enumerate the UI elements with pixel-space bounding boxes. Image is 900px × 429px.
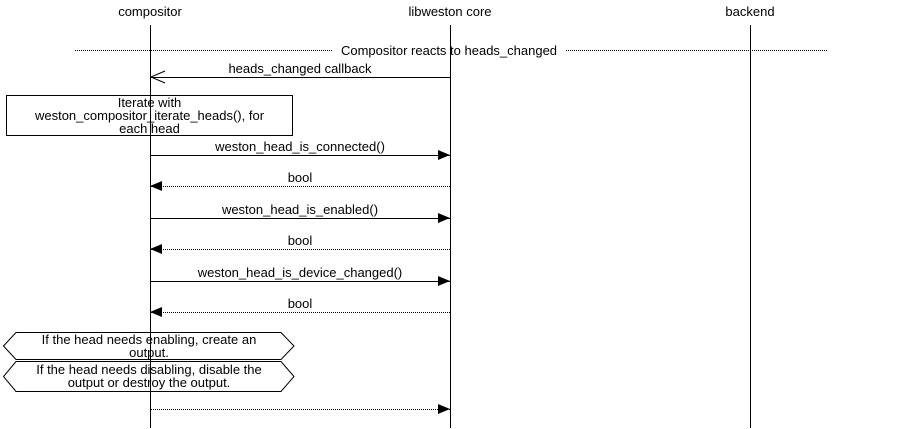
diagram-title: Compositor reacts to heads_changed	[340, 43, 558, 58]
message-label: heads_changed callback	[228, 61, 372, 76]
hexagon-border	[3, 332, 295, 360]
note-text-line: If the head needs disabling, disable the	[36, 362, 262, 377]
message-line	[150, 218, 450, 219]
filled-arrowhead-right	[438, 404, 450, 414]
filled-arrowhead-left	[150, 244, 162, 254]
message-line	[150, 155, 450, 156]
note-text-line: each head	[119, 121, 180, 136]
title-divider-left	[75, 50, 332, 51]
note-text-line: output or destroy the output.	[67, 375, 231, 390]
message-label: weston_head_is_device_changed()	[197, 265, 403, 280]
note-text: If the head needs disabling, disable the…	[3, 363, 295, 389]
lifeline-backend	[750, 25, 751, 428]
note-iterate-heads: Iterate with weston_compositor_iterate_h…	[6, 95, 293, 136]
message-line	[150, 409, 450, 410]
lifeline-libweston-core	[450, 25, 451, 428]
message-line	[150, 312, 450, 313]
note-text-line: output.	[129, 345, 169, 360]
message-line	[150, 186, 450, 187]
filled-arrowhead-right	[438, 150, 450, 160]
note-text: If the head needs enabling, create an ou…	[3, 333, 295, 359]
note-text-line: Iterate with	[117, 95, 182, 110]
message-line	[150, 281, 450, 282]
filled-arrowhead-left	[150, 307, 162, 317]
lifeline-compositor	[150, 25, 151, 428]
message-line	[150, 249, 450, 250]
participant-label-libweston-core: libweston core	[408, 4, 492, 19]
filled-arrowhead-right	[438, 213, 450, 223]
participant-label-compositor: compositor	[118, 4, 182, 19]
note-text-line: If the head needs enabling, create an	[41, 332, 257, 347]
hexagon-border	[3, 361, 295, 392]
title-divider-right	[566, 50, 827, 51]
note-text-line: weston_compositor_iterate_heads(), for	[34, 108, 265, 123]
message-label: bool	[287, 170, 313, 185]
filled-arrowhead-right	[438, 276, 450, 286]
open-arrowhead-left	[150, 70, 166, 84]
message-label: weston_head_is_connected()	[215, 139, 385, 154]
message-label: bool	[287, 296, 313, 311]
filled-arrowhead-left	[150, 181, 162, 191]
message-line	[150, 77, 450, 78]
participant-label-backend: backend	[725, 4, 775, 19]
message-label: weston_head_is_enabled()	[221, 202, 379, 217]
message-label: bool	[287, 233, 313, 248]
